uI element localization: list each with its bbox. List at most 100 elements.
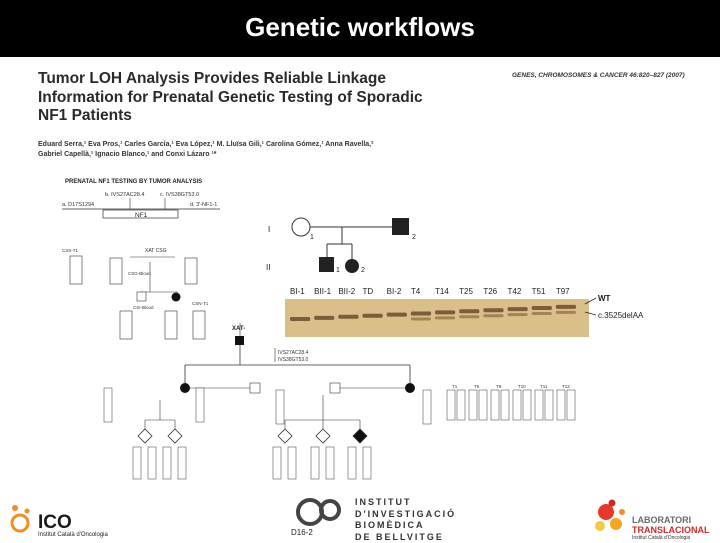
tumor-allele-box [545,390,553,420]
allele-box [193,311,205,339]
gel-band-wt [459,309,479,313]
tumor-allele-box [447,390,455,420]
pedigree-fetus [138,429,152,443]
lab-logo [595,500,625,532]
gel-band-wt [314,316,334,320]
gel-band-mut [459,315,479,318]
ico-logo-subtitle: Institut Català d'Oncologia [38,532,108,538]
tumor-label: T6 [474,384,480,389]
tumor-allele-box [469,390,477,420]
generation-label: II [266,263,270,272]
individual-number: 1 [336,267,340,274]
gel-lane-label: BII-2 [338,287,355,296]
node-label: XAT CSG [145,248,167,254]
allele-box [273,447,281,479]
gel-band-mut [435,316,455,319]
tumor-label: T11 [540,384,548,389]
gel-lane-label: BI-2 [387,287,402,296]
lab-logo-dot [595,521,605,531]
gel-lane-label: T97 [556,287,570,296]
pedigree-male [330,383,340,393]
ico-logo-mark [12,515,28,531]
ico-logo-dot [25,509,30,514]
iib-line: DE BELLVITGE [355,532,456,543]
pedigree-affected-female [180,383,190,393]
legend-marker: IVS38GT53.0 [278,357,309,363]
nf1-gene-label: NF1 [135,212,148,219]
gel-lane-label: T42 [508,287,522,296]
allele-box [110,258,122,284]
pedigree-male [137,292,146,301]
pedigree-affected-female [345,259,359,273]
allele-box [311,447,319,479]
tumor-label: T1 [452,384,458,389]
tumor-allele-box [513,390,521,420]
gel-band-wt [556,305,576,309]
individual-number: 1 [310,234,314,241]
allele-box [288,447,296,479]
allele-box [178,447,186,479]
tumor-label: T8 [496,384,502,389]
lab-logo-line: TRANSLACIONAL [632,525,710,535]
gel-lane-label: T14 [435,287,449,296]
allele-box [196,388,204,422]
pedigree-affected-fetus [353,429,367,443]
generation-label: I [268,225,270,234]
tumor-label: T10 [518,384,526,389]
pedigree-affected-male [319,257,334,272]
gel-lane-label: T51 [532,287,546,296]
schematic-heading: PRENATAL NF1 TESTING BY TUMOR ANALYSIS [65,179,202,185]
gel-band-wt [532,306,552,310]
gel-band-mut [411,318,431,321]
iib-line: INSTITUT [355,497,456,509]
ico-logo-dot [12,505,18,511]
individual-number: 2 [361,267,365,274]
family-pedigree: I II 1 2 1 2 [266,218,416,274]
node-label: CSI-Blood [133,305,154,310]
pedigree-female [292,218,310,236]
gel-band-wt [290,317,310,321]
node-label: CSN-T1 [192,301,209,306]
pedigree-affected-male [392,218,409,235]
marker-b-label: b. IVS27AC28.4 [105,192,144,198]
pedigree-fetus [316,429,330,443]
node-label: CSG-Blood [128,271,151,276]
gel-band-mut [556,311,576,314]
pedigree-affected-female [172,293,181,302]
legend-marker: IVS27AC28.4 [278,350,309,356]
gel-lane-label: T26 [483,287,497,296]
lab-logo-line: LABORATORI [632,515,691,525]
gel-band-wt [411,312,431,316]
allele-box [70,256,82,284]
allele-box [165,311,177,339]
node-label: CSS-T1 [62,248,79,253]
gel-lane-label: BI-1 [290,287,305,296]
gel-band-mut [532,312,552,315]
gel-band-wt [483,308,503,312]
lab-logo-dot [619,509,625,515]
gel-band-wt [338,315,358,319]
tumor-label: T12 [562,384,570,389]
tumor-allele-box [479,390,487,420]
prenatal-testing-schematic: PRENATAL NF1 TESTING BY TUMOR ANALYSIS b… [62,179,245,345]
tumor-allele-box [567,390,575,420]
allele-box [120,311,132,339]
gel-band-mut [508,313,528,316]
iib-logo-text: INSTITUT D'INVESTIGACIÓ BIOMÈDICA DE BEL… [355,497,456,543]
ico-logo-text: ICO [38,512,72,534]
gel-band-wt [387,313,407,317]
lab-logo-subtitle: Institut Català d'Oncologia [632,535,690,541]
pedigree-affected-male [235,336,244,345]
allele-box [163,447,171,479]
individual-number: 2 [412,234,416,241]
allele-box [148,447,156,479]
tumor-allele-box [535,390,543,420]
pedigree-male [250,383,260,393]
iib-logo [298,500,339,524]
allele-box [326,447,334,479]
gel-lane-label: T4 [411,287,421,296]
gel-band-wt [363,314,383,318]
tumor-allele-box [501,390,509,420]
